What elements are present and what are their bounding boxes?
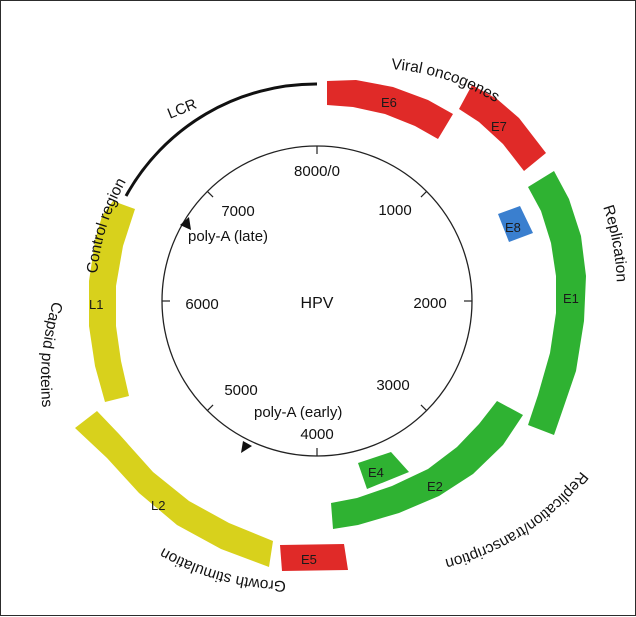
- gene-l2: L2: [75, 411, 273, 567]
- poly-a-late-arrow: [180, 217, 191, 230]
- tick-marks: [162, 146, 472, 456]
- lcr-arc: [124, 82, 318, 197]
- tick-label-4000: 4000: [300, 426, 333, 443]
- gene-e2: E2: [331, 401, 523, 529]
- gene-e4-label: E4: [368, 465, 384, 480]
- region-label-replication-transcription: Replication/transcription: [443, 468, 591, 571]
- tick-label-7000: 7000: [221, 203, 254, 220]
- tick-mark-1000: [420, 190, 428, 198]
- region-label-capsid: Capsid proteins: [37, 300, 65, 408]
- gene-l2-label: L2: [151, 498, 165, 513]
- tick-label-6000: 6000: [185, 296, 218, 313]
- gene-e5-label: E5: [301, 552, 317, 567]
- tick-label-5000: 5000: [224, 382, 257, 399]
- tick-mark-3000: [420, 404, 428, 412]
- center-label: HPV: [301, 295, 334, 312]
- poly-a-late-label: poly-A (late): [188, 228, 268, 245]
- tick-mark-7000: [206, 190, 214, 198]
- poly-a-early-arrow: [241, 441, 252, 453]
- tick-label-0: 8000/0: [294, 163, 340, 180]
- region-label-replication: Replication: [599, 203, 630, 282]
- gene-e2-label: E2: [427, 479, 443, 494]
- gene-l1-label: L1: [89, 297, 103, 312]
- tick-label-2000: 2000: [413, 295, 446, 312]
- poly-a-early-label: poly-A (early): [254, 404, 342, 421]
- gene-e6: E6: [327, 80, 453, 139]
- tick-label-3000: 3000: [376, 377, 409, 394]
- gene-l1: L1: [89, 201, 135, 402]
- gene-e4: E4: [358, 452, 409, 489]
- gene-e7: E7: [459, 85, 546, 171]
- gene-e8-label: E8: [505, 220, 521, 235]
- gene-e6-label: E6: [381, 95, 397, 110]
- gene-e5: E5: [280, 544, 348, 571]
- gene-e1: E1: [528, 171, 586, 435]
- gene-e8: E8: [498, 206, 533, 242]
- gene-e1-label: E1: [563, 291, 579, 306]
- lcr-label: LCR: [165, 96, 199, 123]
- tick-label-1000: 1000: [378, 202, 411, 219]
- gene-e7-label: E7: [491, 119, 507, 134]
- tick-mark-5000: [206, 404, 214, 412]
